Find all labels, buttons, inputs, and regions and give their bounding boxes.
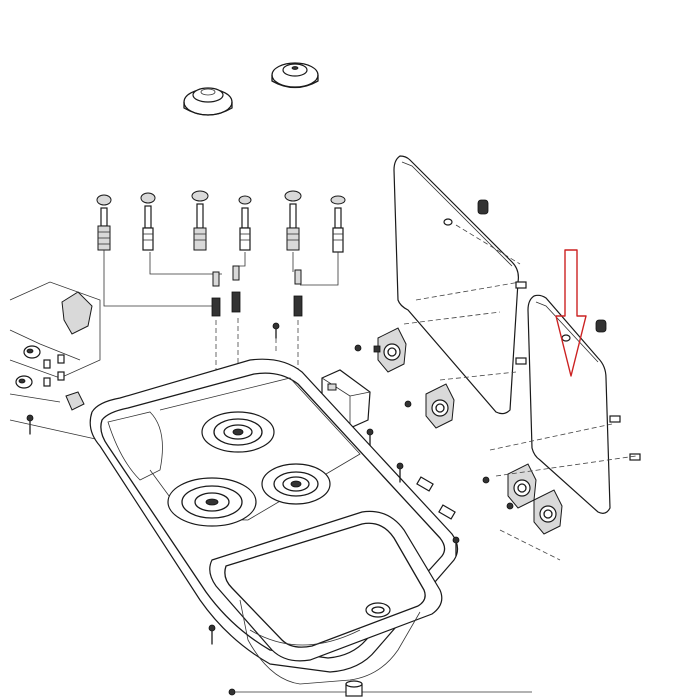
glass-lid-rear — [393, 155, 521, 415]
annotation-arrow — [555, 249, 587, 377]
burner-knob-spindles — [96, 190, 346, 253]
burner-cap-right — [271, 62, 319, 89]
glass-lid-front — [489, 294, 637, 561]
gas-taps — [211, 265, 303, 339]
lid-hinges — [354, 281, 641, 535]
burner-cap-left — [183, 87, 233, 116]
burner-ring-rear — [201, 411, 275, 453]
burner-ring-front-right — [261, 463, 331, 505]
burner-ring-front-left — [167, 477, 257, 527]
screws — [208, 462, 532, 697]
sink-basin — [209, 510, 443, 685]
side-connector — [9, 281, 101, 441]
